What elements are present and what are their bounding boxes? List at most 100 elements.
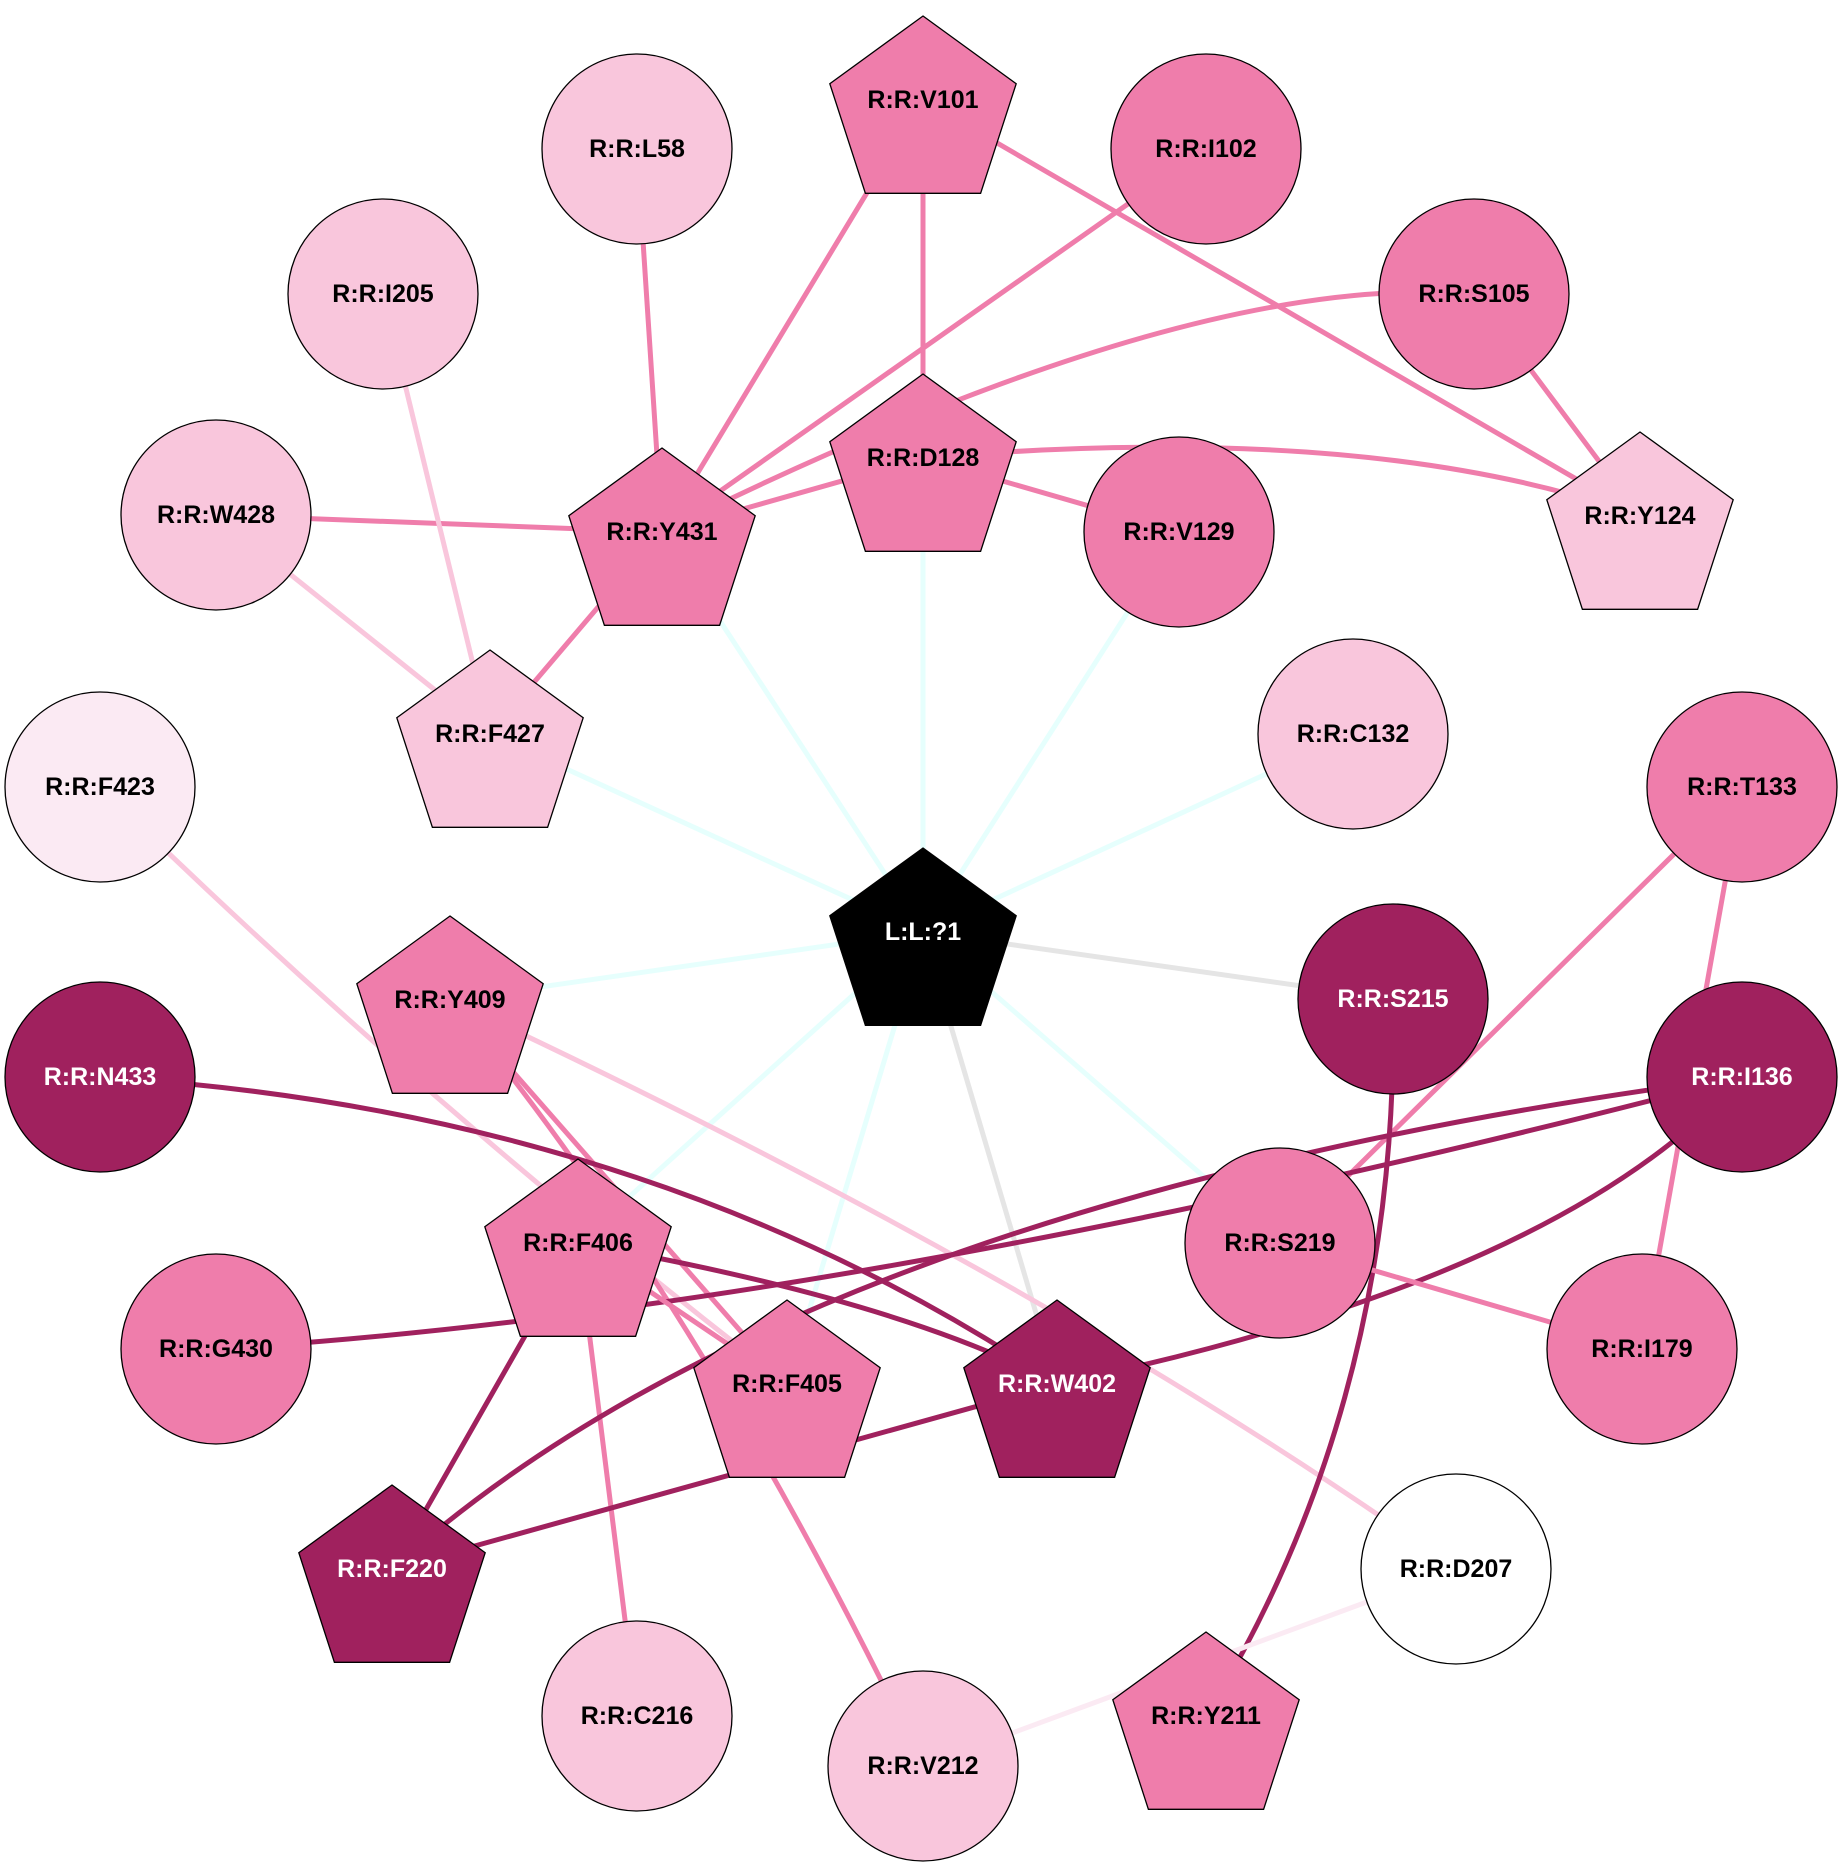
node-i205[interactable]: R:R:I205 — [287, 198, 479, 390]
node-i179[interactable]: R:R:I179 — [1546, 1253, 1738, 1445]
node-v101[interactable]: R:R:V101 — [829, 15, 1017, 194]
node-f220[interactable]: R:R:F220 — [298, 1484, 486, 1663]
circle-shape — [4, 691, 196, 883]
node-l58[interactable]: R:R:L58 — [541, 53, 733, 245]
node-label: L:L:?1 — [885, 918, 961, 946]
node-i136[interactable]: R:R:I136 — [1646, 981, 1838, 1173]
edge-f220-i136 — [389, 1074, 1745, 1572]
pentagon-shape — [484, 1158, 672, 1337]
node-t133[interactable]: R:R:T133 — [1646, 691, 1838, 883]
node-s219[interactable]: R:R:S219 — [1184, 1147, 1376, 1339]
node-i102[interactable]: R:R:I102 — [1110, 53, 1302, 245]
edge-y409-v212 — [447, 997, 926, 1769]
pentagon-shape — [568, 447, 756, 626]
circle-shape — [827, 1670, 1019, 1862]
node-label: R:R:T133 — [1687, 773, 1797, 801]
node-label: R:R:I179 — [1591, 1335, 1692, 1363]
node-c132[interactable]: R:R:C132 — [1257, 638, 1449, 830]
node-label: R:R:S215 — [1337, 985, 1448, 1013]
node-y124[interactable]: R:R:Y124 — [1546, 431, 1734, 610]
node-w428[interactable]: R:R:W428 — [120, 419, 312, 611]
node-v212[interactable]: R:R:V212 — [827, 1670, 1019, 1862]
node-w402[interactable]: R:R:W402 — [963, 1299, 1151, 1478]
node-label: R:R:S105 — [1418, 280, 1529, 308]
node-label: R:R:S219 — [1224, 1229, 1335, 1257]
node-label: R:R:D128 — [867, 444, 980, 472]
node-y409[interactable]: R:R:Y409 — [356, 915, 544, 1094]
circle-shape — [120, 419, 312, 611]
node-label: R:R:Y409 — [394, 986, 505, 1014]
node-label: R:R:I205 — [332, 280, 434, 308]
node-label: R:R:Y431 — [606, 518, 717, 546]
pentagon-shape — [356, 915, 544, 1094]
node-y431[interactable]: R:R:Y431 — [568, 447, 756, 626]
node-g430[interactable]: R:R:G430 — [120, 1253, 312, 1445]
node-f427[interactable]: R:R:F427 — [396, 649, 584, 828]
edge-n433-w402 — [97, 1074, 1060, 1387]
edge-y409-d207 — [447, 997, 1459, 1572]
node-label: R:R:I102 — [1155, 135, 1256, 163]
node-label: R:R:W428 — [157, 501, 275, 529]
pentagon-shape — [829, 373, 1017, 552]
node-label: R:R:G430 — [159, 1335, 273, 1363]
node-s215[interactable]: R:R:S215 — [1297, 903, 1489, 1095]
circle-shape — [1646, 981, 1838, 1173]
circle-shape — [1083, 436, 1275, 628]
node-label: R:R:Y124 — [1584, 502, 1695, 530]
node-label: R:R:D207 — [1400, 1555, 1513, 1583]
node-label: R:R:I136 — [1691, 1063, 1792, 1091]
edge-f220-w402 — [389, 1381, 1060, 1572]
node-label: R:R:L58 — [589, 135, 685, 163]
circle-shape — [1546, 1253, 1738, 1445]
node-label: R:R:C132 — [1297, 720, 1410, 748]
node-f405[interactable]: R:R:F405 — [693, 1299, 881, 1478]
node-label: R:R:V212 — [867, 1752, 978, 1780]
pentagon-shape — [1546, 431, 1734, 610]
pentagon-shape — [396, 649, 584, 828]
pentagon-shape — [693, 1299, 881, 1478]
node-label: R:R:W402 — [998, 1370, 1116, 1398]
circle-shape — [1184, 1147, 1376, 1339]
circle-shape — [1257, 638, 1449, 830]
node-f423[interactable]: R:R:F423 — [4, 691, 196, 883]
circle-shape — [287, 198, 479, 390]
node-v129[interactable]: R:R:V129 — [1083, 436, 1275, 628]
node-label: R:R:F427 — [435, 720, 545, 748]
circle-shape — [1297, 903, 1489, 1095]
circle-shape — [541, 1620, 733, 1812]
node-label: R:R:F405 — [732, 1370, 842, 1398]
pentagon-shape — [298, 1484, 486, 1663]
edge-d128-y124 — [920, 444, 1643, 519]
circle-shape — [1378, 198, 1570, 390]
node-label: R:R:F423 — [45, 773, 155, 801]
pentagon-shape — [829, 15, 1017, 194]
node-label: R:R:Y211 — [1151, 1702, 1261, 1730]
edge-i102-y431 — [659, 146, 1209, 535]
node-n433[interactable]: R:R:N433 — [4, 981, 196, 1173]
node-l1[interactable]: L:L:?1 — [829, 847, 1017, 1026]
node-label: R:R:V129 — [1123, 518, 1234, 546]
edge-i136-g430 — [213, 1074, 1745, 1352]
node-c216[interactable]: R:R:C216 — [541, 1620, 733, 1812]
circle-shape — [1646, 691, 1838, 883]
circle-shape — [120, 1253, 312, 1445]
node-label: R:R:N433 — [44, 1063, 157, 1091]
node-d128[interactable]: R:R:D128 — [829, 373, 1017, 552]
pentagon-shape — [963, 1299, 1151, 1478]
pentagon-shape — [829, 847, 1017, 1026]
node-f406[interactable]: R:R:F406 — [484, 1158, 672, 1337]
pentagon-shape — [1112, 1631, 1300, 1810]
node-label: R:R:F220 — [337, 1555, 447, 1583]
edge-t133-s219 — [1277, 784, 1745, 1246]
circle-shape — [1110, 53, 1302, 245]
edge-v101-y124 — [920, 97, 1643, 519]
edge-s215-y211 — [1203, 996, 1396, 1719]
node-label: R:R:V101 — [867, 86, 978, 114]
node-d207[interactable]: R:R:D207 — [1360, 1473, 1552, 1665]
node-s105[interactable]: R:R:S105 — [1378, 198, 1570, 390]
node-y211[interactable]: R:R:Y211 — [1112, 1631, 1300, 1810]
circle-shape — [1360, 1473, 1552, 1665]
node-label: R:R:C216 — [581, 1702, 694, 1730]
